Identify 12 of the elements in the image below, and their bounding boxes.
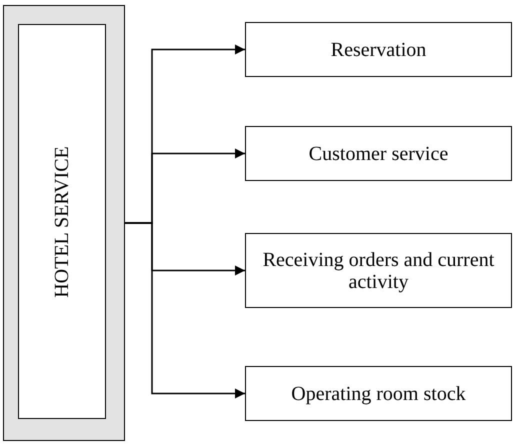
title-label: HOTEL SERVICE [51,146,73,298]
arrow [125,222,245,398]
box-label: Receiving orders and current activity [262,248,496,292]
box-label: Reservation [330,38,428,60]
outer-panel [3,5,125,441]
box-label: Customer service [308,142,450,164]
process-box [245,22,512,77]
process-box [245,126,512,181]
process-box [245,233,512,308]
box-label: Operating room stock [290,382,467,404]
process-box [245,366,512,421]
title-box [18,24,106,419]
